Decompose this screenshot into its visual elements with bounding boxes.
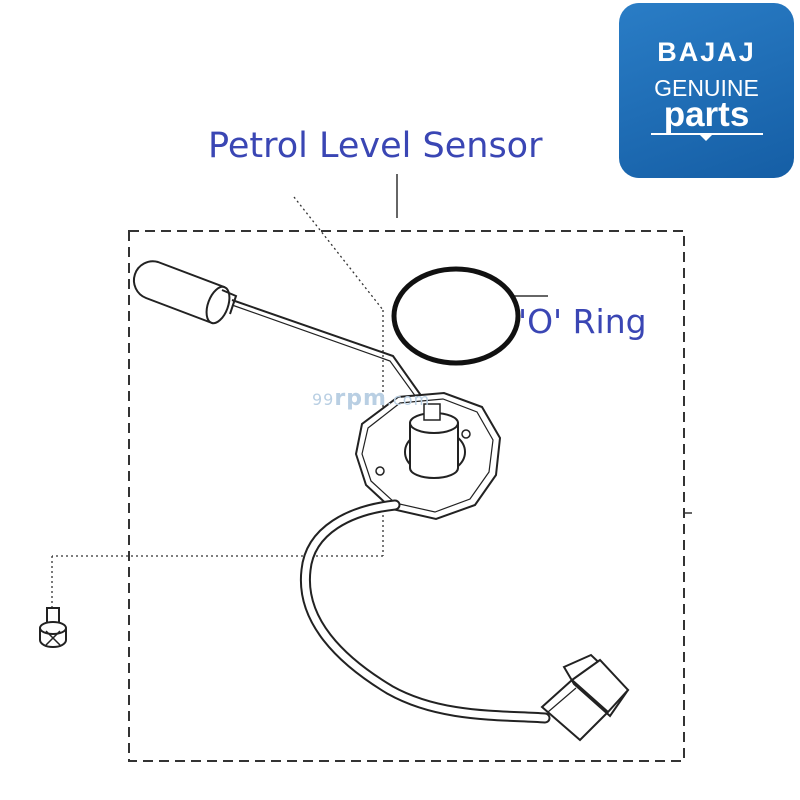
logo-brand: BAJAJ: [657, 37, 756, 67]
sensor-flange-inner: [361, 398, 494, 513]
watermark-middle: rpm: [334, 386, 387, 411]
bajaj-genuine-parts-logo: BAJAJ GENUINE parts: [619, 3, 794, 178]
wire-harness: [299, 499, 551, 724]
float-arm: [231, 299, 428, 405]
flange-hole-left: [375, 466, 385, 476]
o-ring-label: 'O' Ring: [518, 302, 647, 341]
screw-reference-lines: [51, 196, 384, 610]
float-arm-inner: [231, 304, 422, 405]
connector: [540, 653, 630, 742]
screw: [39, 607, 67, 648]
float: [132, 260, 238, 325]
flange-hole-right: [461, 429, 471, 439]
o-ring: [391, 266, 521, 366]
petrol-level-sensor-label: Petrol Level Sensor: [208, 126, 543, 166]
logo-arrow-icon: [699, 134, 713, 141]
sensor-boss: [409, 423, 459, 479]
logo-genuine: GENUINE: [654, 75, 759, 101]
watermark-prefix: 99: [312, 390, 335, 409]
sensor-pivot: [423, 403, 441, 421]
wire-harness-fill: [301, 501, 549, 722]
watermark: 99rpm.com: [312, 386, 430, 411]
assembly-boundary-box: [128, 230, 685, 762]
logo-parts: parts: [663, 95, 750, 134]
watermark-suffix: .com: [386, 390, 431, 409]
